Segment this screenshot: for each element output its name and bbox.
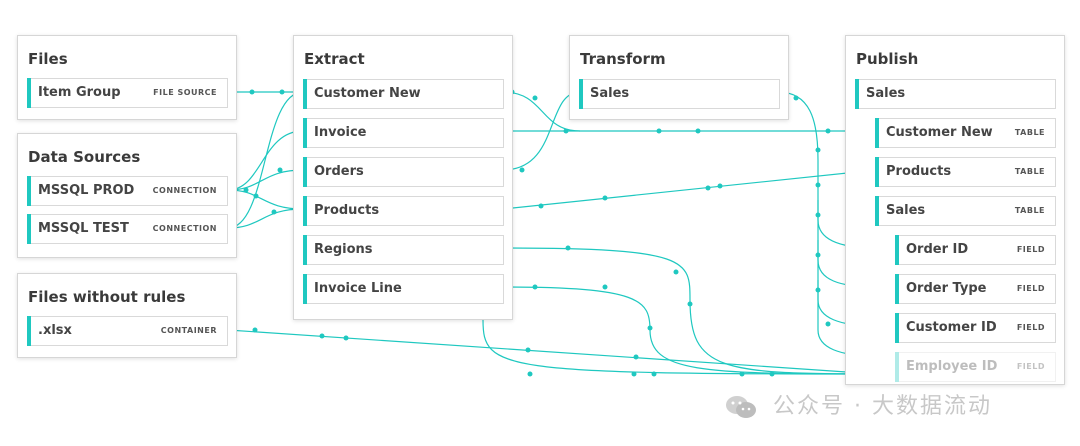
row-label: Sales	[590, 86, 630, 101]
files-without-rules-panel: Files without rules .xlsx CONTAINER	[17, 273, 237, 358]
extract-item-orders[interactable]: Orders	[303, 157, 504, 187]
row-label: Invoice	[314, 125, 367, 140]
row-label: Employee ID	[906, 359, 998, 374]
row-tag: FIELD	[1016, 362, 1045, 371]
source-mssql-test[interactable]: MSSQL TEST CONNECTION	[27, 214, 228, 244]
wire-extract-bottom	[482, 319, 877, 375]
wire-invoiceline-publish	[502, 286, 877, 375]
watermark: 公众号 · 大数据流动	[724, 388, 992, 420]
row-label: Regions	[314, 242, 373, 257]
row-label: Order ID	[906, 242, 969, 257]
panel-title: Extract	[304, 50, 365, 68]
extract-item-invoice-line[interactable]: Invoice Line	[303, 274, 504, 304]
row-tag: CONNECTION	[152, 224, 217, 233]
publish-field-customer-id[interactable]: Customer ID FIELD	[895, 313, 1056, 343]
extract-item-products[interactable]: Products	[303, 196, 504, 226]
row-tag: TABLE	[1014, 128, 1045, 137]
wire-transform-sales-fields	[777, 91, 877, 249]
panel-title: Data Sources	[28, 148, 141, 166]
transform-item-sales[interactable]: Sales	[579, 79, 780, 109]
row-label: Products	[886, 164, 952, 179]
files-panel: Files Item Group FILE SOURCE	[17, 35, 237, 120]
row-label: Customer ID	[906, 320, 997, 335]
publish-field-order-id[interactable]: Order ID FIELD	[895, 235, 1056, 265]
data-sources-panel: Data Sources MSSQL PROD CONNECTION MSSQL…	[17, 133, 237, 258]
publish-field-employee-id[interactable]: Employee ID FIELD	[895, 352, 1056, 382]
transform-panel: Transform Sales	[569, 35, 789, 120]
row-tag: TABLE	[1014, 167, 1045, 176]
panel-title: Transform	[580, 50, 666, 68]
panel-title: Files without rules	[28, 288, 186, 306]
publish-item-sales[interactable]: Sales	[855, 79, 1056, 109]
row-label: Invoice Line	[314, 281, 402, 296]
extract-panel: Extract Customer New Invoice Orders Prod…	[293, 35, 513, 320]
publish-panel: Publish Sales Customer New TABLE Product…	[845, 35, 1065, 385]
wire-regions-publish	[502, 247, 877, 375]
source-xlsx[interactable]: .xlsx CONTAINER	[27, 316, 228, 346]
row-label: Customer New	[886, 125, 993, 140]
source-mssql-prod[interactable]: MSSQL PROD CONNECTION	[27, 176, 228, 206]
row-label: MSSQL PROD	[38, 183, 135, 198]
row-label: Customer New	[314, 86, 421, 101]
watermark-text: 公众号 · 大数据流动	[773, 394, 992, 419]
panel-title: Publish	[856, 50, 919, 68]
wire-customernew-transform	[502, 91, 581, 132]
wire-mssqlprod-invoice	[227, 130, 304, 191]
wire-mssqlprod-products	[227, 189, 304, 210]
row-label: .xlsx	[38, 323, 72, 338]
row-label: Sales	[866, 86, 906, 101]
row-tag: FIELD	[1016, 245, 1045, 254]
publish-table-products[interactable]: Products TABLE	[875, 157, 1056, 187]
panel-title: Files	[28, 50, 68, 68]
row-label: Sales	[886, 203, 926, 218]
row-label: Products	[314, 203, 380, 218]
row-tag: CONNECTION	[152, 186, 217, 195]
wechat-icon	[726, 396, 756, 418]
publish-field-order-type[interactable]: Order Type FIELD	[895, 274, 1056, 304]
row-tag: CONTAINER	[160, 326, 217, 335]
wire-products-publish-products	[502, 169, 877, 210]
extract-item-regions[interactable]: Regions	[303, 235, 504, 265]
publish-table-customer-new[interactable]: Customer New TABLE	[875, 118, 1056, 148]
wire-mssqltest-customernew	[227, 91, 304, 229]
extract-item-customer-new[interactable]: Customer New	[303, 79, 504, 109]
row-label: Item Group	[38, 85, 121, 100]
wire-mssqlprod-orders	[227, 169, 304, 191]
wire-mssqltest-products	[227, 208, 304, 229]
source-item-group[interactable]: Item Group FILE SOURCE	[27, 78, 228, 108]
row-tag: FIELD	[1016, 284, 1045, 293]
row-tag: FIELD	[1016, 323, 1045, 332]
row-label: MSSQL TEST	[38, 221, 129, 236]
publish-table-sales[interactable]: Sales TABLE	[875, 196, 1056, 226]
extract-item-invoice[interactable]: Invoice	[303, 118, 504, 148]
row-label: Order Type	[906, 281, 987, 296]
row-tag: FILE SOURCE	[153, 88, 217, 97]
row-tag: TABLE	[1014, 206, 1045, 215]
row-label: Orders	[314, 164, 364, 179]
wire-xlsx-publish	[227, 329, 877, 375]
